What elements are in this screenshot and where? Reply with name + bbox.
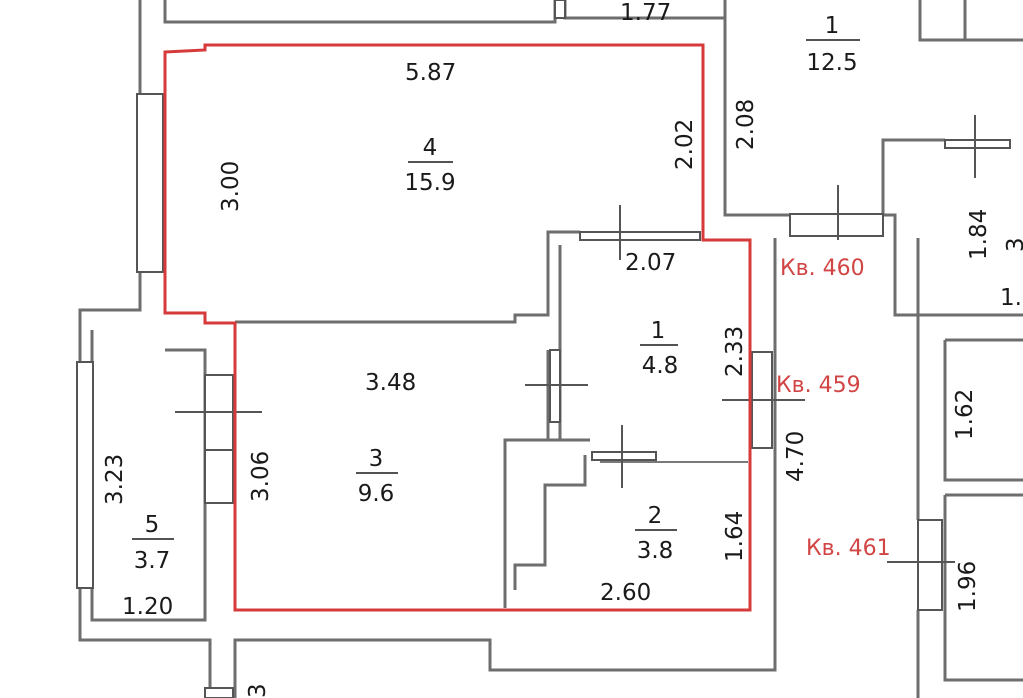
room-number: 4 <box>423 135 438 161</box>
apartment-labels: Кв. 460 Кв. 459 Кв. 461 <box>776 256 891 561</box>
room-label-neighbour: 1 12.5 <box>806 13 860 76</box>
apartment-label-461: Кв. 461 <box>806 536 891 561</box>
room-area: 15.9 <box>404 170 455 196</box>
room-area: 3.8 <box>637 538 674 564</box>
dim-corridor-length: 4.70 <box>783 431 809 482</box>
room-label-1: 1 4.8 <box>640 318 678 379</box>
room-number: 1 <box>651 318 666 344</box>
dim-top-partial: 1.77 <box>620 0 671 26</box>
dim-right-c: 1.96 <box>955 561 981 612</box>
dim-right-b: 1.62 <box>952 389 978 440</box>
room-number: 5 <box>145 512 160 538</box>
room-label-3: 3 9.6 <box>356 446 398 507</box>
apartment-outline <box>163 43 752 612</box>
dim-room4-side: 2.02 <box>672 119 698 170</box>
door-top <box>554 0 566 19</box>
dim-room2-height: 1.64 <box>722 511 748 562</box>
room-number: 3 <box>369 446 384 472</box>
window-right <box>944 139 1011 149</box>
dim-room2-width: 2.60 <box>600 580 651 606</box>
dim-corridor-side: 2.08 <box>733 99 759 150</box>
room-area: 4.8 <box>642 353 679 379</box>
dim-balcony-height: 3.23 <box>102 454 128 505</box>
dim-right-d: 1.8 <box>1000 285 1023 311</box>
dimension-labels: 1.77 5.87 2.07 3.48 2.60 1.20 1.8 3.00 2… <box>102 0 1023 698</box>
dim-door-width: 2.07 <box>625 250 676 276</box>
dim-room3-height: 3.06 <box>248 451 274 502</box>
room-number: 1 <box>825 13 840 39</box>
door-room4 <box>579 231 701 241</box>
room-area: 9.6 <box>358 481 395 507</box>
apartment-label-460: Кв. 460 <box>780 256 865 281</box>
dim-room1-height: 2.33 <box>722 326 748 377</box>
room-area: 12.5 <box>806 50 857 76</box>
dim-balcony-width: 1.20 <box>122 594 173 620</box>
windows <box>76 0 1011 698</box>
room-label-4: 4 15.9 <box>404 135 455 196</box>
window-room4 <box>136 93 164 273</box>
window-balcony <box>76 361 94 589</box>
door-markers <box>175 115 976 563</box>
window-corridor <box>789 213 884 237</box>
room-area: 3.7 <box>134 548 171 574</box>
dim-room3-width: 3.48 <box>365 370 416 396</box>
room-label-5: 5 3.7 <box>132 512 174 574</box>
dim-right-e: 3 <box>1003 237 1023 252</box>
dim-bottom-partial: 3 <box>245 683 271 698</box>
apartment-label-459: Кв. 459 <box>776 373 861 398</box>
dim-right-a: 1.84 <box>966 209 992 260</box>
room-label-2: 2 3.8 <box>635 503 677 564</box>
door-room2 <box>591 451 657 461</box>
window-room3 <box>204 374 234 504</box>
room-number: 2 <box>648 503 663 529</box>
window-bottom <box>204 687 234 698</box>
dim-room4-height: 3.00 <box>218 161 244 212</box>
door-apt-461 <box>917 519 943 611</box>
dim-room4-width: 5.87 <box>405 60 456 86</box>
